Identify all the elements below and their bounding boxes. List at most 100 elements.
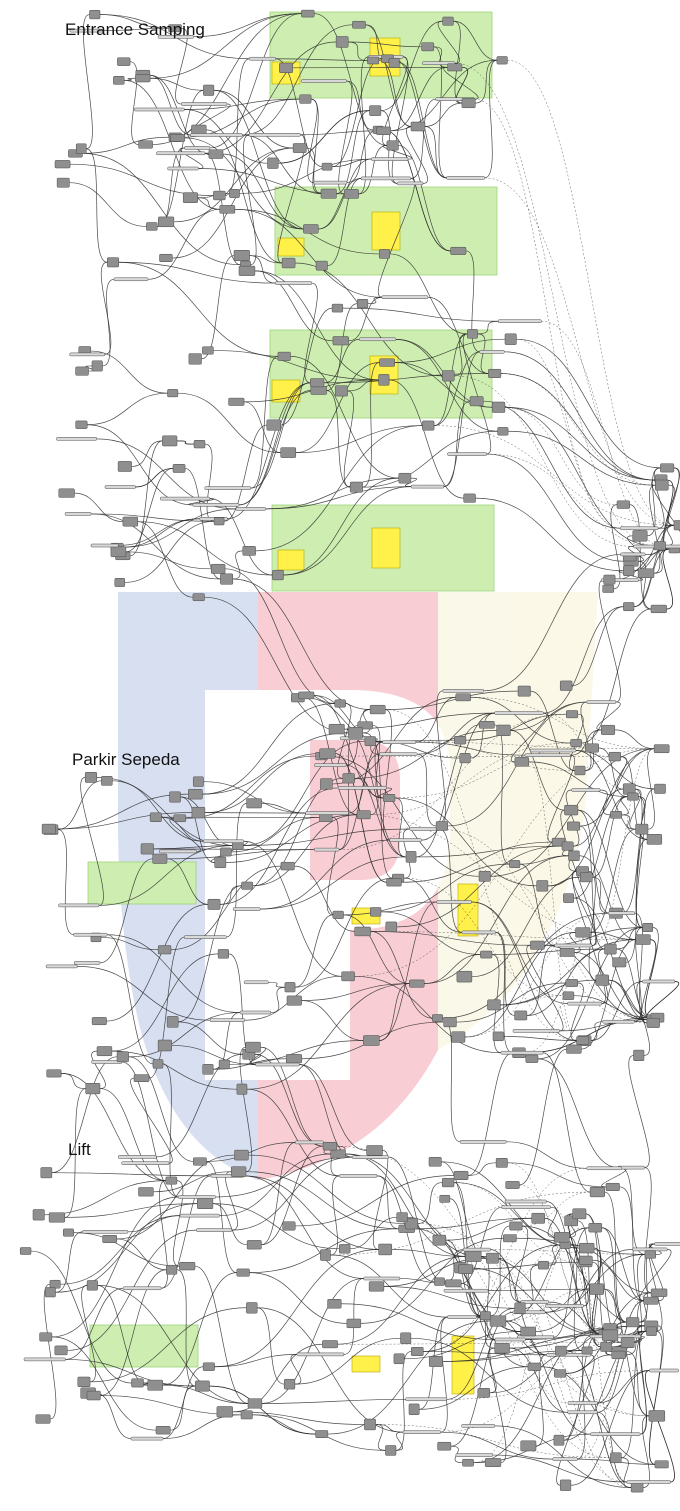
component-node[interactable] (428, 1157, 442, 1167)
component-node[interactable] (277, 351, 291, 361)
component-node[interactable] (35, 1414, 51, 1424)
component-node[interactable] (182, 192, 198, 203)
component-node[interactable] (653, 744, 670, 754)
component-node[interactable] (334, 699, 346, 708)
number-slider[interactable] (382, 740, 417, 744)
number-slider[interactable] (479, 350, 505, 354)
component-node[interactable] (369, 105, 382, 116)
component-node[interactable] (188, 353, 202, 365)
component-node[interactable] (388, 57, 400, 68)
yellow-panel[interactable] (277, 549, 305, 571)
component-node[interactable] (216, 1406, 233, 1418)
component-node[interactable] (469, 396, 484, 407)
number-slider[interactable] (461, 930, 496, 935)
component-node[interactable] (620, 1336, 635, 1348)
component-node[interactable] (531, 1212, 545, 1224)
component-node[interactable] (579, 872, 593, 883)
component-node[interactable] (364, 736, 376, 747)
component-node[interactable] (422, 420, 435, 431)
component-node[interactable] (44, 1287, 56, 1298)
component-node[interactable] (56, 177, 70, 188)
yellow-panel[interactable] (371, 527, 401, 569)
component-node[interactable] (555, 1345, 567, 1356)
component-node[interactable] (514, 1302, 526, 1314)
number-slider[interactable] (381, 295, 429, 299)
component-node[interactable] (386, 878, 402, 887)
number-slider[interactable] (45, 964, 78, 969)
component-node[interactable] (168, 24, 182, 33)
component-node[interactable] (370, 907, 382, 917)
component-node[interactable] (245, 1041, 261, 1053)
component-node[interactable] (246, 798, 262, 809)
component-node[interactable] (428, 1356, 443, 1367)
component-node[interactable] (386, 140, 399, 151)
component-node[interactable] (191, 124, 207, 135)
component-node[interactable] (343, 189, 359, 199)
number-slider[interactable] (294, 1140, 324, 1145)
component-node[interactable] (465, 1250, 482, 1262)
component-node[interactable] (193, 1157, 207, 1166)
component-node[interactable] (117, 57, 131, 66)
component-node[interactable] (585, 743, 599, 753)
component-node[interactable] (642, 923, 654, 932)
component-node[interactable] (110, 546, 127, 558)
component-node[interactable] (146, 222, 158, 231)
component-node[interactable] (280, 861, 295, 871)
component-node[interactable] (342, 773, 355, 784)
component-node[interactable] (495, 1158, 508, 1168)
component-node[interactable] (334, 385, 348, 397)
number-slider[interactable] (554, 943, 593, 948)
component-node[interactable] (58, 488, 75, 498)
component-node[interactable] (589, 1187, 605, 1198)
component-node[interactable] (646, 1326, 657, 1336)
component-node[interactable] (435, 821, 448, 831)
component-node[interactable] (575, 927, 591, 938)
component-node[interactable] (566, 1044, 582, 1054)
component-node[interactable] (158, 216, 175, 228)
component-node[interactable] (601, 1329, 619, 1341)
component-node[interactable] (467, 329, 478, 339)
component-node[interactable] (220, 847, 232, 857)
component-node[interactable] (191, 806, 206, 819)
component-node[interactable] (564, 804, 579, 816)
component-node[interactable] (220, 573, 234, 585)
component-node[interactable] (432, 1014, 443, 1022)
number-slider[interactable] (157, 35, 194, 39)
number-slider[interactable] (571, 788, 601, 792)
component-node[interactable] (553, 1232, 570, 1243)
component-node[interactable] (339, 1244, 351, 1254)
component-node[interactable] (218, 1059, 230, 1070)
component-node[interactable] (91, 1017, 107, 1026)
component-node[interactable] (559, 1241, 571, 1249)
number-slider[interactable] (389, 838, 422, 842)
component-node[interactable] (331, 303, 344, 313)
component-node[interactable] (644, 1250, 657, 1259)
component-node[interactable] (574, 765, 586, 776)
component-node[interactable] (75, 143, 87, 155)
component-node[interactable] (363, 1035, 380, 1046)
number-slider[interactable] (203, 839, 244, 844)
component-node[interactable] (96, 1046, 113, 1057)
component-node[interactable] (229, 189, 240, 198)
component-node[interactable] (246, 1302, 258, 1314)
number-slider[interactable] (352, 1155, 389, 1159)
component-node[interactable] (167, 389, 179, 398)
component-node[interactable] (530, 940, 545, 950)
number-slider[interactable] (243, 980, 269, 985)
number-slider[interactable] (567, 1401, 598, 1405)
component-node[interactable] (660, 463, 675, 473)
component-node[interactable] (410, 121, 426, 132)
component-node[interactable] (135, 74, 151, 83)
component-node[interactable] (236, 1083, 248, 1095)
component-node[interactable] (491, 401, 506, 413)
number-slider[interactable] (410, 484, 445, 489)
component-node[interactable] (434, 1277, 445, 1286)
component-node[interactable] (480, 950, 493, 959)
component-node[interactable] (509, 1221, 523, 1231)
component-node[interactable] (385, 1445, 397, 1456)
number-slider[interactable] (626, 1480, 671, 1484)
number-slider[interactable] (459, 1140, 507, 1144)
component-node[interactable] (673, 520, 680, 531)
component-node[interactable] (559, 948, 575, 957)
